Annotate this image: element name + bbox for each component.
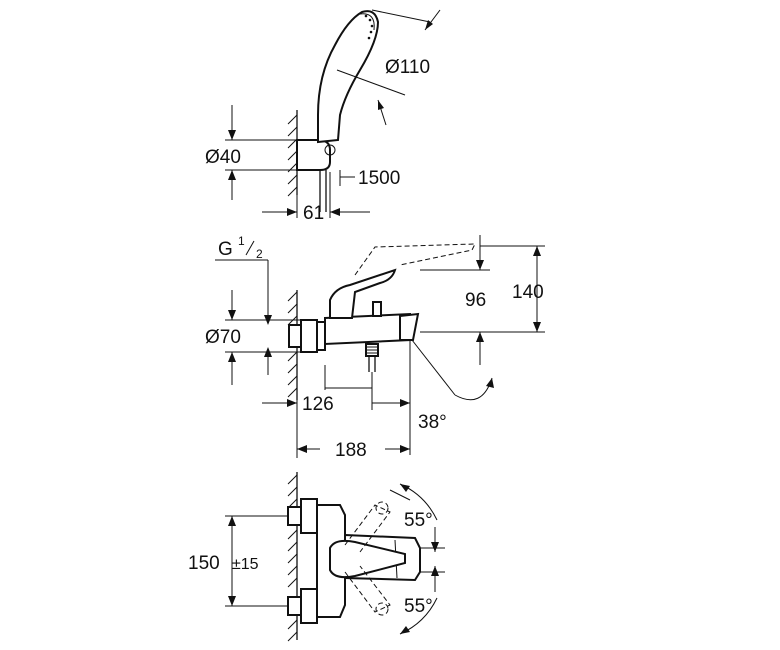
- upper-union-nut: [287, 506, 302, 526]
- diverter-knob: [372, 301, 382, 317]
- projection-188-label: 188: [335, 440, 367, 461]
- top-wall-hatching: [287, 114, 298, 197]
- wall-holder: [296, 139, 331, 171]
- handshower-spray-face: [359, 13, 375, 31]
- lever-rotated-up: [344, 504, 391, 553]
- lever-front: [329, 539, 406, 579]
- thread-fraction-num: 1: [238, 234, 245, 248]
- mixer-spout: [399, 312, 420, 341]
- lever-rotated-up-end: [375, 501, 389, 515]
- bottom-view-front: 150 ±15 55° 55°: [188, 472, 445, 642]
- handshower-body: [317, 10, 380, 144]
- d110-ext-bottom: [336, 69, 406, 96]
- holder-diameter-label: Ø40: [205, 147, 241, 168]
- holder-screw: [324, 144, 336, 156]
- thread-label: G: [218, 239, 233, 260]
- angle-38-arc: [454, 377, 493, 401]
- thread-fraction-den: 2: [256, 247, 263, 261]
- thread-fraction-slash: [245, 240, 255, 256]
- centers-label: 150: [188, 553, 220, 574]
- angle-38-leader: [411, 339, 456, 396]
- hose-connector-knurl: [367, 346, 377, 354]
- middle-body-connector: [316, 321, 326, 351]
- rotation-up-label: 55°: [404, 510, 433, 531]
- lower-escutcheon: [300, 588, 318, 624]
- spout-angle-label: 38°: [418, 412, 447, 433]
- angle-up-leader: [389, 489, 411, 501]
- middle-wall-hatching: [287, 291, 298, 398]
- lower-union-nut: [287, 596, 302, 616]
- hose-length-label: 1500: [358, 168, 400, 189]
- middle-union-nut: [288, 324, 302, 348]
- bottom-wall-hatching: [287, 474, 298, 642]
- upper-escutcheon: [300, 498, 318, 534]
- middle-view-side: G 1 2 Ø70 96 140: [205, 234, 545, 461]
- top-view-handshower: Ø110 Ø40 1500 61: [205, 9, 441, 224]
- escutcheon-diameter-label: Ø70: [205, 327, 241, 348]
- handshower-diameter-label: Ø110: [385, 57, 430, 78]
- height-140-label: 140: [512, 282, 544, 303]
- d110-ext-top: [371, 9, 431, 23]
- lever-rotated-down: [344, 565, 391, 613]
- lever-rotated-down-end: [375, 602, 389, 616]
- height-96-label: 96: [465, 290, 486, 311]
- middle-escutcheon: [300, 319, 318, 353]
- rotation-down-label: 55°: [404, 596, 433, 617]
- handshower-nozzles: [364, 14, 374, 40]
- centers-tolerance-label: ±15: [232, 556, 259, 573]
- projection-126-label: 126: [302, 394, 334, 415]
- wall-offset-label: 61: [303, 203, 324, 224]
- lever-handle: [329, 268, 397, 319]
